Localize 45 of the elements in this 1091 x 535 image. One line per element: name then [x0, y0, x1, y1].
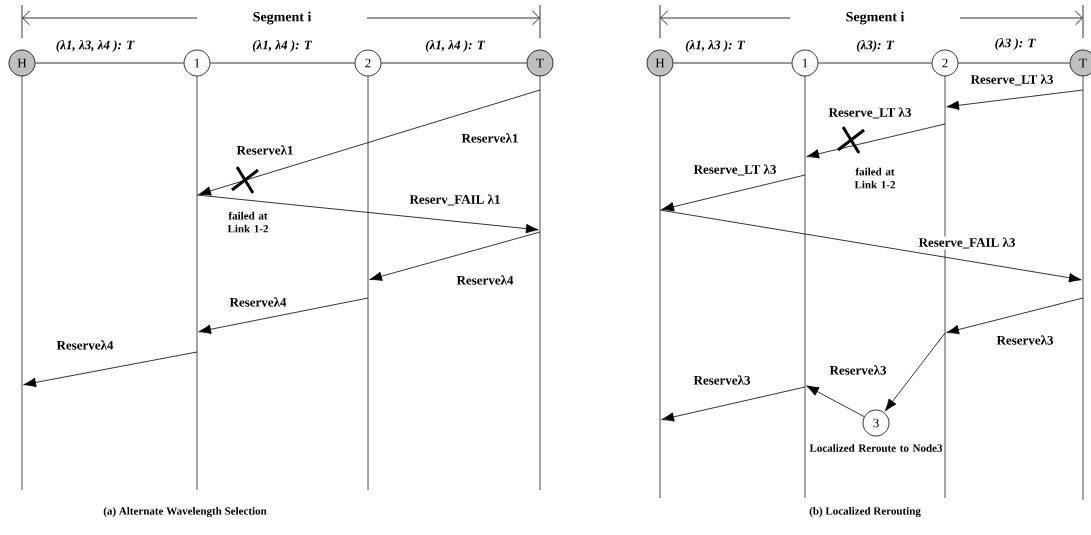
note-text: failed at Link 1-2	[227, 211, 268, 233]
message-arrow	[196, 194, 539, 234]
edge-label: Reserve_FAIL λ3	[917, 236, 1017, 250]
message-arrow	[198, 142, 369, 196]
edge-label: Reserveλ1	[235, 144, 295, 156]
edge-label: Reserve_LT λ3	[969, 73, 1055, 87]
edge-label: Reserveλ4	[55, 339, 115, 351]
message-arrow	[884, 332, 946, 412]
message-arrow	[946, 297, 1084, 335]
edge-label: Reserve_LT λ3	[827, 106, 913, 120]
message-arrow	[661, 386, 806, 422]
panel-caption: (b) Localized Rerouting	[809, 507, 921, 518]
edge-label: Reserveλ1	[460, 132, 520, 144]
link-line	[381, 62, 527, 64]
edge-label: Reserveλ3	[692, 374, 752, 386]
edge-label: Reserve_LT λ3	[692, 163, 778, 177]
message-arrow	[659, 209, 1082, 283]
edge-label: Reserveλ3	[995, 334, 1055, 346]
link-line	[958, 62, 1070, 64]
link-line	[35, 62, 184, 64]
message-arrow	[369, 231, 541, 281]
segment-label: Segment i	[846, 11, 905, 25]
link-line	[673, 62, 792, 64]
edge-label: (λ1, λ4 ): T	[424, 39, 486, 53]
edge-label: Reserveλ3	[828, 364, 888, 376]
link-line	[818, 62, 932, 64]
link-line	[210, 62, 355, 64]
edge-label: Reserveλ4	[455, 274, 515, 286]
edge-label: (λ1, λ3, λ4 ): T	[54, 39, 136, 53]
edge-label: (λ1, λ4 ): T	[251, 39, 313, 53]
note-text: failed at Link 1-2	[854, 167, 895, 189]
message-arrow	[198, 297, 369, 334]
edge-label: (λ3): T	[855, 39, 895, 53]
edge-label: (λ1, λ3 ): T	[684, 39, 746, 53]
message-arrow	[23, 351, 198, 388]
segment-label: Segment i	[253, 11, 312, 25]
note-text: Localized Reroute to Node3	[809, 444, 943, 452]
edge-label: (λ3 ): T	[993, 37, 1037, 51]
message-arrow	[661, 174, 806, 212]
edge-label: Reserv_FAIL λ1	[408, 193, 502, 207]
message-arrow	[806, 385, 865, 418]
edge-label: Reserveλ4	[228, 296, 288, 308]
message-arrow	[806, 123, 946, 159]
message-arrow	[946, 89, 1084, 111]
panel-caption: (a) Alternate Wavelength Selection	[103, 507, 267, 518]
